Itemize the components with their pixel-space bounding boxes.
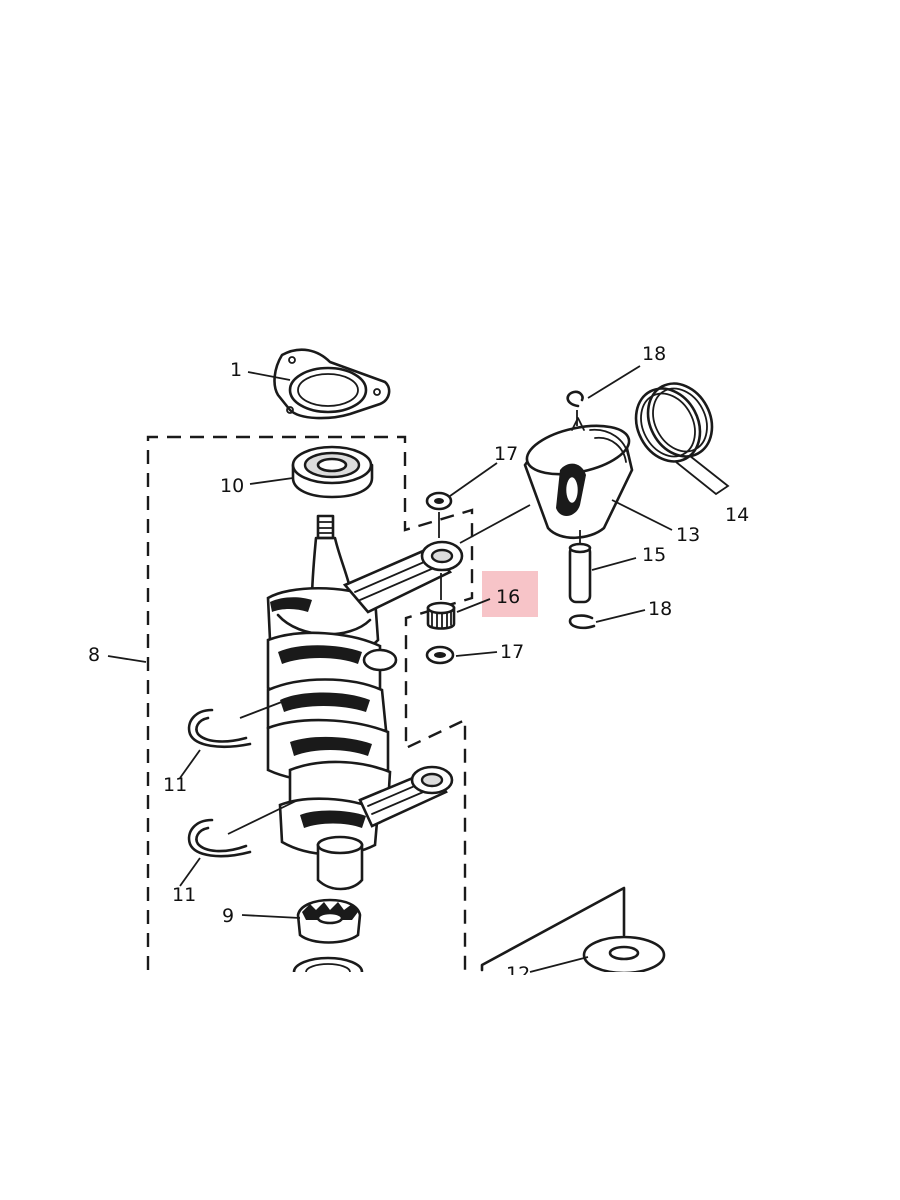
part-14-piston-rings <box>634 382 714 463</box>
leader-10 <box>249 477 294 485</box>
leader-15 <box>591 557 637 571</box>
callout-17-bottom: 17 <box>500 641 524 663</box>
leader-18-top <box>587 365 641 399</box>
part-10-ball-bearing <box>291 445 374 499</box>
leader-17-top <box>449 462 498 497</box>
leader-11-bottom-inner <box>227 799 299 835</box>
part-18-circlip-top <box>566 390 584 426</box>
part-13-piston <box>523 417 634 540</box>
callout-18-bottom: 18 <box>648 598 672 620</box>
callout-17-top: 17 <box>494 443 518 465</box>
leader-14 <box>675 455 730 496</box>
part-11-half-ring-top <box>187 708 252 749</box>
part-9-gear <box>296 898 362 944</box>
callout-8: 8 <box>88 644 100 666</box>
callout-9: 9 <box>222 905 234 927</box>
leader-13 <box>611 499 673 531</box>
part-17-washer-top <box>425 491 453 511</box>
leader-11-top-inner <box>239 697 293 719</box>
callout-15: 15 <box>642 544 666 566</box>
leader-11-top <box>179 749 201 779</box>
leader-12 <box>529 956 589 973</box>
part-16-needle-bearing <box>426 601 456 630</box>
leader-8 <box>107 655 147 663</box>
leader-18-bottom <box>595 609 646 623</box>
part-15-piston-pin <box>568 530 592 604</box>
callout-11-top: 11 <box>163 774 187 796</box>
lower-connecting-rod <box>358 765 454 828</box>
assembly-boundary-dashed <box>146 435 474 970</box>
callout-11-bottom: 11 <box>172 884 196 906</box>
leader-11-bottom <box>179 857 201 887</box>
callout-14: 14 <box>725 504 749 526</box>
part-8-crankshaft <box>266 514 398 891</box>
part-1-housing-plate <box>273 348 391 420</box>
part-11-half-ring-bottom <box>187 818 252 858</box>
part-18-circlip-bottom <box>568 614 596 630</box>
bottom-blank-area <box>0 975 900 1200</box>
part-17-washer-bottom <box>425 645 455 665</box>
callout-13: 13 <box>676 524 700 546</box>
leader-16 <box>456 598 491 613</box>
leader-9 <box>241 914 301 919</box>
leader-17-bottom <box>455 651 498 657</box>
callout-10: 10 <box>220 475 244 497</box>
axis-line-to-piston <box>459 504 531 544</box>
upper-connecting-rod <box>342 540 464 614</box>
callout-16: 16 <box>496 586 520 608</box>
highlight-box-part-16 <box>482 571 538 617</box>
leader-1 <box>247 371 291 381</box>
callout-1: 1 <box>230 359 242 381</box>
callout-18-top: 18 <box>642 343 666 365</box>
